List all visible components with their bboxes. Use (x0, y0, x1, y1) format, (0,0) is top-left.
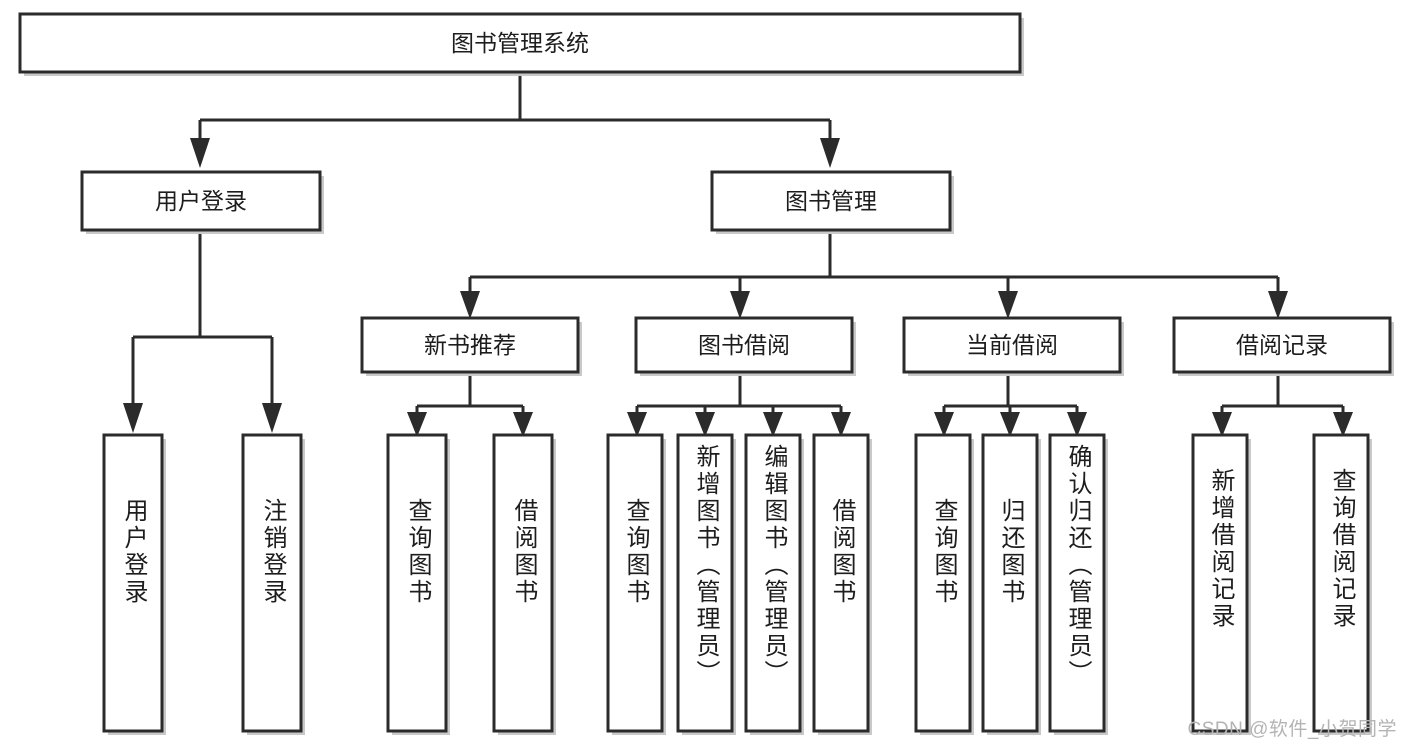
book-manage-label: 图书管理 (785, 188, 877, 214)
leaf-box-bb-4[interactable] (812, 433, 870, 733)
borrow-record-label: 借阅记录 (1236, 332, 1328, 358)
arrow-cb-leaf-3 (1067, 412, 1087, 437)
new-book-recommend-box[interactable] (360, 316, 580, 374)
node-borrow-record[interactable]: 借阅记录 (1172, 316, 1394, 376)
arrow-nbr-leaf-2 (513, 412, 533, 437)
edges-borrow-record-to-leaves (1212, 374, 1353, 437)
node-book-borrow[interactable]: 图书借阅 (634, 316, 856, 376)
arrow-to-book-manage (820, 138, 840, 168)
current-borrow-box[interactable] (902, 316, 1122, 374)
leaf-box-bb-1[interactable] (606, 433, 664, 733)
arrow-bb-leaf-2 (695, 412, 715, 437)
leaf-boxes-new-book-recommend (386, 433, 556, 735)
user-login-label: 用户登录 (155, 188, 247, 214)
edges-new-book-recommend-to-leaves (407, 374, 533, 437)
arrow-nbr-leaf-1 (407, 412, 427, 437)
borrow-record-box[interactable] (1172, 316, 1392, 374)
node-root[interactable]: 图书管理系统 (18, 12, 1024, 76)
leaf-box-cb-2[interactable] (981, 433, 1039, 733)
node-current-borrow[interactable]: 当前借阅 (902, 316, 1124, 376)
arrow-bb-leaf-3 (763, 412, 783, 437)
new-book-recommend-label: 新书推荐 (424, 332, 516, 358)
arrow-br-leaf-1 (1212, 412, 1232, 437)
arrow-user-login-leaf-2 (262, 403, 282, 433)
node-user-login[interactable]: 用户登录 (80, 170, 324, 234)
arrow-br-leaf-2 (1333, 412, 1353, 437)
book-borrow-label: 图书借阅 (698, 332, 790, 358)
leaf-box-nbr-2[interactable] (492, 433, 554, 733)
arrow-user-login-leaf-1 (123, 403, 143, 433)
leaf-boxes-user-login (102, 433, 305, 735)
arrow-to-current-borrow (998, 291, 1018, 319)
arrow-bb-leaf-4 (831, 412, 851, 437)
edges-book-manage-to-level3 (460, 232, 1288, 319)
leaf-box-br-1[interactable] (1191, 433, 1249, 733)
current-borrow-label: 当前借阅 (966, 332, 1058, 358)
leaf-box-user-login-1[interactable] (102, 433, 164, 733)
edges-user-login-to-leaves (123, 232, 282, 433)
arrow-to-borrow-record (1268, 291, 1288, 319)
book-borrow-box[interactable] (634, 316, 854, 374)
root-box[interactable] (18, 12, 1022, 74)
arrow-to-new-book-recommend (460, 291, 480, 319)
arrow-cb-leaf-1 (934, 412, 954, 437)
leaf-boxes-borrow-record (1191, 433, 1372, 735)
user-login-box[interactable] (80, 170, 322, 232)
edges-root-to-level2 (190, 74, 840, 168)
node-book-manage[interactable]: 图书管理 (710, 170, 954, 234)
leaf-box-bb-3[interactable] (744, 433, 802, 733)
arrow-to-book-borrow (730, 291, 750, 319)
leaf-boxes-book-borrow (606, 433, 872, 735)
leaf-box-nbr-1[interactable] (386, 433, 448, 733)
edges-current-borrow-to-leaves (934, 374, 1087, 437)
node-new-book-recommend[interactable]: 新书推荐 (360, 316, 582, 376)
leaf-box-user-login-2[interactable] (241, 433, 303, 733)
arrow-cb-leaf-2 (1000, 412, 1020, 437)
leaf-box-br-2[interactable] (1312, 433, 1370, 733)
arrow-to-user-login (190, 138, 210, 168)
root-label: 图书管理系统 (451, 30, 589, 56)
leaf-box-bb-2[interactable] (676, 433, 734, 733)
edges-book-borrow-to-leaves (627, 374, 851, 437)
leaf-box-cb-1[interactable] (914, 433, 972, 733)
csdn-watermark: CSDN @软件_小贺同学 (1187, 719, 1397, 740)
leaf-box-cb-3[interactable] (1048, 433, 1106, 733)
book-manage-box[interactable] (710, 170, 952, 232)
leaf-boxes-current-borrow (914, 433, 1108, 735)
arrow-bb-leaf-1 (627, 412, 647, 437)
